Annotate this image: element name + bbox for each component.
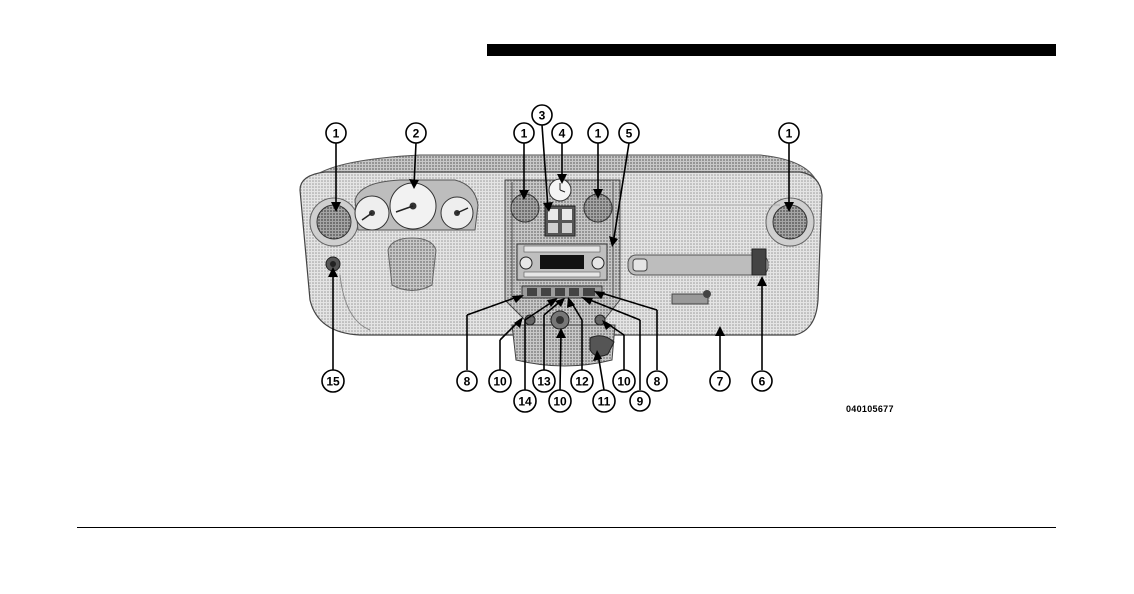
callout-6: 6	[752, 371, 772, 391]
svg-text:7: 7	[717, 375, 724, 389]
callout-10b: 10	[549, 390, 571, 412]
callout-4: 4	[552, 123, 572, 143]
svg-text:11: 11	[598, 395, 611, 409]
callout-11: 11	[593, 390, 615, 412]
callout-15: 15	[322, 370, 344, 392]
steering-column-cover	[388, 238, 436, 291]
callout-12: 12	[571, 370, 593, 392]
instrument-cluster	[355, 180, 478, 230]
svg-text:1: 1	[333, 127, 340, 141]
callout-9: 9	[630, 391, 650, 411]
svg-text:8: 8	[654, 375, 661, 389]
callout-7: 7	[710, 371, 730, 391]
svg-text:8: 8	[464, 375, 471, 389]
svg-text:13: 13	[537, 375, 551, 389]
svg-text:9: 9	[637, 395, 644, 409]
callout-10c: 10	[613, 370, 635, 392]
svg-text:6: 6	[759, 375, 766, 389]
callout-1a: 1	[326, 123, 346, 143]
svg-text:1: 1	[786, 127, 793, 141]
svg-text:1: 1	[521, 127, 528, 141]
callout-8b: 8	[647, 371, 667, 391]
callout-5: 5	[619, 123, 639, 143]
callout-2: 2	[406, 123, 426, 143]
svg-text:15: 15	[326, 375, 340, 389]
svg-text:4: 4	[559, 127, 566, 141]
analog-clock	[549, 179, 571, 201]
svg-text:3: 3	[539, 109, 546, 123]
air-outlet-center-left	[511, 194, 539, 222]
svg-text:12: 12	[575, 375, 589, 389]
svg-text:5: 5	[626, 127, 633, 141]
callout-8a: 8	[457, 371, 477, 391]
svg-text:10: 10	[493, 375, 507, 389]
footer-rule	[77, 527, 1056, 528]
svg-text:2: 2	[413, 127, 420, 141]
svg-text:14: 14	[518, 395, 532, 409]
callout-14: 14	[514, 390, 536, 412]
radio	[517, 244, 607, 280]
callout-3: 3	[532, 105, 552, 125]
figure-id-label: 040105677	[846, 404, 894, 414]
callout-10a: 10	[489, 370, 511, 392]
svg-text:1: 1	[595, 127, 602, 141]
climate-controls	[522, 286, 602, 298]
svg-text:10: 10	[553, 395, 567, 409]
callout-1d: 1	[779, 123, 799, 143]
svg-text:10: 10	[617, 375, 631, 389]
callout-13: 13	[533, 370, 555, 392]
callout-1c: 1	[588, 123, 608, 143]
callout-1b: 1	[514, 123, 534, 143]
